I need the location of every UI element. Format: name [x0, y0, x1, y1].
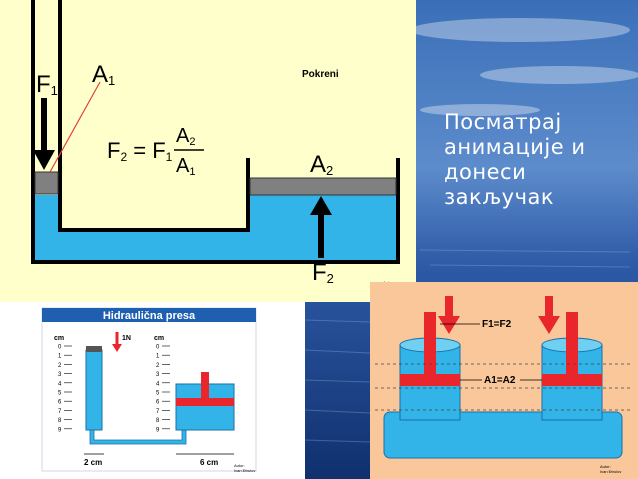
right-scale-unit: cm: [154, 335, 164, 342]
caption-line: Посматрај: [444, 110, 562, 134]
scale-tick-label: 0: [156, 345, 160, 351]
force-f2-arrow: [310, 196, 332, 258]
left-scale: 0 1 2 3 4 5 6 7 8 9: [58, 345, 72, 433]
wide-piston-rod: [201, 372, 209, 399]
scale-tick-label: 2: [156, 363, 160, 369]
a1-pointer: [49, 81, 101, 173]
narrow-width-label: 2 cm: [84, 458, 102, 467]
scale-tick-label: 3: [156, 372, 160, 378]
equal-pistons-panel: F1=F2 A1=A2 Autor: Ivan Đtrulov: [370, 282, 638, 479]
instruction-caption: Посматрај анимације и донеси закључак: [444, 110, 634, 210]
press-title: Hidraulična presa: [103, 310, 196, 322]
scale-tick-label: 1: [58, 354, 62, 360]
water: [33, 195, 398, 262]
scale-tick-label: 8: [58, 418, 62, 424]
label-a2: A2: [310, 151, 333, 178]
label-f2: F2: [312, 259, 334, 286]
level-lines: [375, 363, 633, 411]
left-piston: [400, 374, 460, 386]
large-piston: [249, 177, 397, 196]
author-line: Autor:: [234, 463, 245, 468]
caption-line: анимације и: [444, 135, 586, 159]
right-piston-rod: [566, 312, 578, 376]
caption-line: донеси: [444, 160, 527, 184]
scale-tick-label: 8: [156, 418, 160, 424]
scale-tick-label: 7: [58, 409, 62, 415]
scale-tick-label: 4: [156, 381, 160, 387]
horizontal-pipe: [383, 411, 623, 459]
right-scale: 0 1 2 3 4 5 6 7 8 9: [156, 345, 170, 433]
formula-denominator: A1: [176, 155, 195, 178]
press-title-bar: [42, 308, 256, 322]
narrow-cylinder: [85, 349, 103, 431]
scale-tick-label: 5: [58, 391, 62, 397]
panel-background: [0, 302, 305, 479]
formula-lhs: F2 = F1: [107, 138, 173, 164]
scale-tick-label: 3: [58, 372, 62, 378]
pressure-formula: F2 = F1 A2 A1: [107, 125, 204, 178]
author-line: Autor:: [600, 464, 611, 469]
scale-tick-label: 9: [156, 427, 160, 433]
scale-tick-label: 4: [58, 381, 62, 387]
force-equal-label: F1=F2: [482, 319, 512, 330]
author-line: Ivan Đtrulov: [600, 469, 621, 474]
left-piston-rod: [424, 312, 436, 376]
scale-tick-label: 2: [58, 363, 62, 369]
force-label: 1N: [122, 335, 131, 342]
area-equal-label: A1=A2: [484, 375, 516, 386]
narrow-piston: [86, 346, 102, 352]
label-a1: A1: [92, 61, 115, 88]
right-piston: [542, 374, 602, 386]
container-walls: [31, 0, 400, 264]
force-f1-arrow: [33, 98, 55, 170]
force-arrows: [438, 296, 560, 334]
label-f1: F1: [36, 71, 58, 98]
hydraulic-press-panel: Hidraulična presa cm cm 0 1 2 3 4 5 6 7 8 9 0 1 2 3 4…: [0, 302, 305, 479]
formula-numerator: A2: [176, 125, 195, 148]
scale-tick-label: 7: [156, 409, 160, 415]
small-piston: [34, 171, 59, 195]
left-scale-unit: cm: [54, 335, 64, 342]
scale-tick-label: 6: [156, 400, 160, 406]
scale-tick-label: 5: [156, 391, 160, 397]
start-button[interactable]: Pokreni: [302, 69, 339, 80]
hydraulic-diagram-panel: F1 A1 A2 F2 F2 = F1 A2 A1 Pokreni Autor:…: [0, 0, 416, 302]
scale-tick-label: 0: [58, 345, 62, 351]
caption-line: закључак: [444, 185, 555, 209]
scale-tick-label: 6: [58, 400, 62, 406]
wide-width-label: 6 cm: [200, 458, 218, 467]
author-line: Ivan Đtrulov: [234, 468, 255, 473]
wide-piston: [176, 398, 234, 406]
scale-tick-label: 1: [156, 354, 160, 360]
scale-tick-label: 9: [58, 427, 62, 433]
